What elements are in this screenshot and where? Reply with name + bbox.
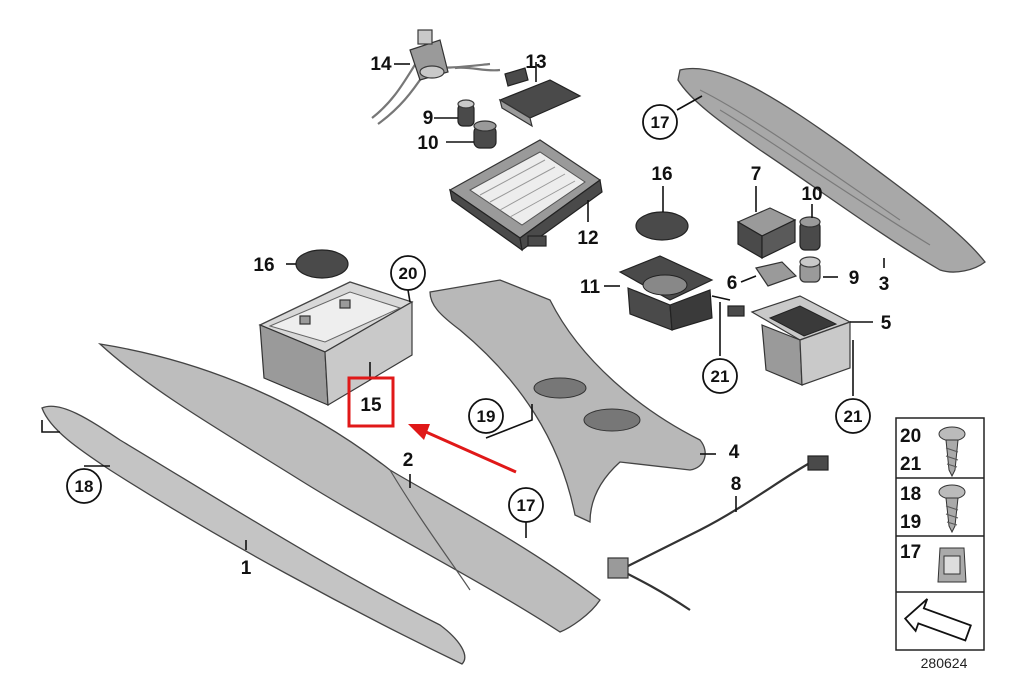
callout-13: 13 [525, 52, 546, 73]
part-13-tray [498, 67, 582, 128]
screw-icon [938, 426, 966, 478]
part-16-round-cover-lower [295, 249, 349, 279]
part-16-round-cover-upper [635, 211, 689, 241]
callout-14: 14 [370, 54, 392, 75]
svg-text:21: 21 [711, 367, 730, 386]
part-9-socket-right [799, 256, 821, 283]
diagram-id: 280624 [921, 655, 968, 671]
callout-3: 3 [879, 274, 890, 295]
part-9-socket-upper [457, 99, 475, 127]
callout-21-middle: 21 [702, 358, 738, 394]
part-5-storage-box [727, 295, 852, 386]
part-2-trim-panel [97, 343, 601, 633]
callout-2: 2 [403, 450, 414, 471]
leader-lines [41, 62, 885, 550]
arrow-direction-icon [903, 598, 972, 642]
legend-label-20: 20 [900, 426, 921, 447]
part-15-storage-bin [258, 281, 414, 407]
callout-17-top: 17 [642, 104, 678, 140]
part-7-box [736, 207, 797, 260]
svg-text:17: 17 [517, 496, 536, 515]
arrow-to-part-15 [408, 424, 517, 474]
callout-10-right: 10 [801, 184, 822, 205]
legend-label-19: 19 [900, 512, 921, 533]
callout-12: 12 [577, 228, 598, 249]
svg-text:20: 20 [399, 264, 418, 283]
callout-11: 11 [580, 277, 601, 298]
callout-17-bottom: 17 [508, 487, 544, 523]
legend-label-18: 18 [900, 484, 921, 505]
callout-1: 1 [241, 558, 252, 579]
callout-8: 8 [731, 474, 742, 495]
callout-16-upper: 16 [651, 164, 672, 185]
legend-label-17: 17 [900, 542, 921, 563]
callout-5: 5 [881, 313, 892, 334]
callout-9-right: 9 [849, 268, 860, 289]
callout-19: 19 [468, 398, 504, 434]
highlight-part-15: 15 [347, 376, 395, 428]
callouts: 14 13 9 10 12 16 7 10 9 3 6 11 5 16 4 8 … [241, 52, 892, 579]
svg-text:18: 18 [75, 477, 94, 496]
legend-label-21: 21 [900, 454, 922, 475]
part-6-insert [755, 261, 798, 287]
callout-7: 7 [751, 164, 762, 185]
callout-4: 4 [729, 442, 740, 463]
fastener-legend: 20 21 18 19 17 [895, 417, 985, 651]
clip-nut-icon [937, 547, 967, 583]
part-14-socket-harness [371, 29, 501, 125]
part-8-cable [607, 455, 829, 611]
svg-text:21: 21 [844, 407, 863, 426]
callout-10-upper: 10 [417, 133, 438, 154]
callout-20: 20 [390, 255, 426, 291]
callout-6: 6 [727, 273, 738, 294]
part-10-socket-right [799, 216, 821, 251]
callout-16-lower: 16 [253, 255, 274, 276]
part-1-side-trim [41, 405, 466, 665]
part-11-cupholder [618, 255, 731, 331]
part-3-side-panel [677, 67, 986, 273]
callout-18: 18 [66, 468, 102, 504]
circled-callouts: 17 17 18 19 20 21 21 [66, 104, 871, 523]
callout-9-upper: 9 [423, 108, 434, 129]
svg-text:17: 17 [651, 113, 670, 132]
part-4-console-frame [429, 279, 706, 524]
callout-21-right: 21 [835, 398, 871, 434]
part-10-socket-upper [473, 120, 497, 149]
svg-text:19: 19 [477, 407, 496, 426]
screw-icon [938, 484, 966, 534]
callout-15: 15 [360, 395, 382, 416]
highlight-box [347, 376, 395, 428]
part-12-storage-frame [448, 139, 603, 252]
